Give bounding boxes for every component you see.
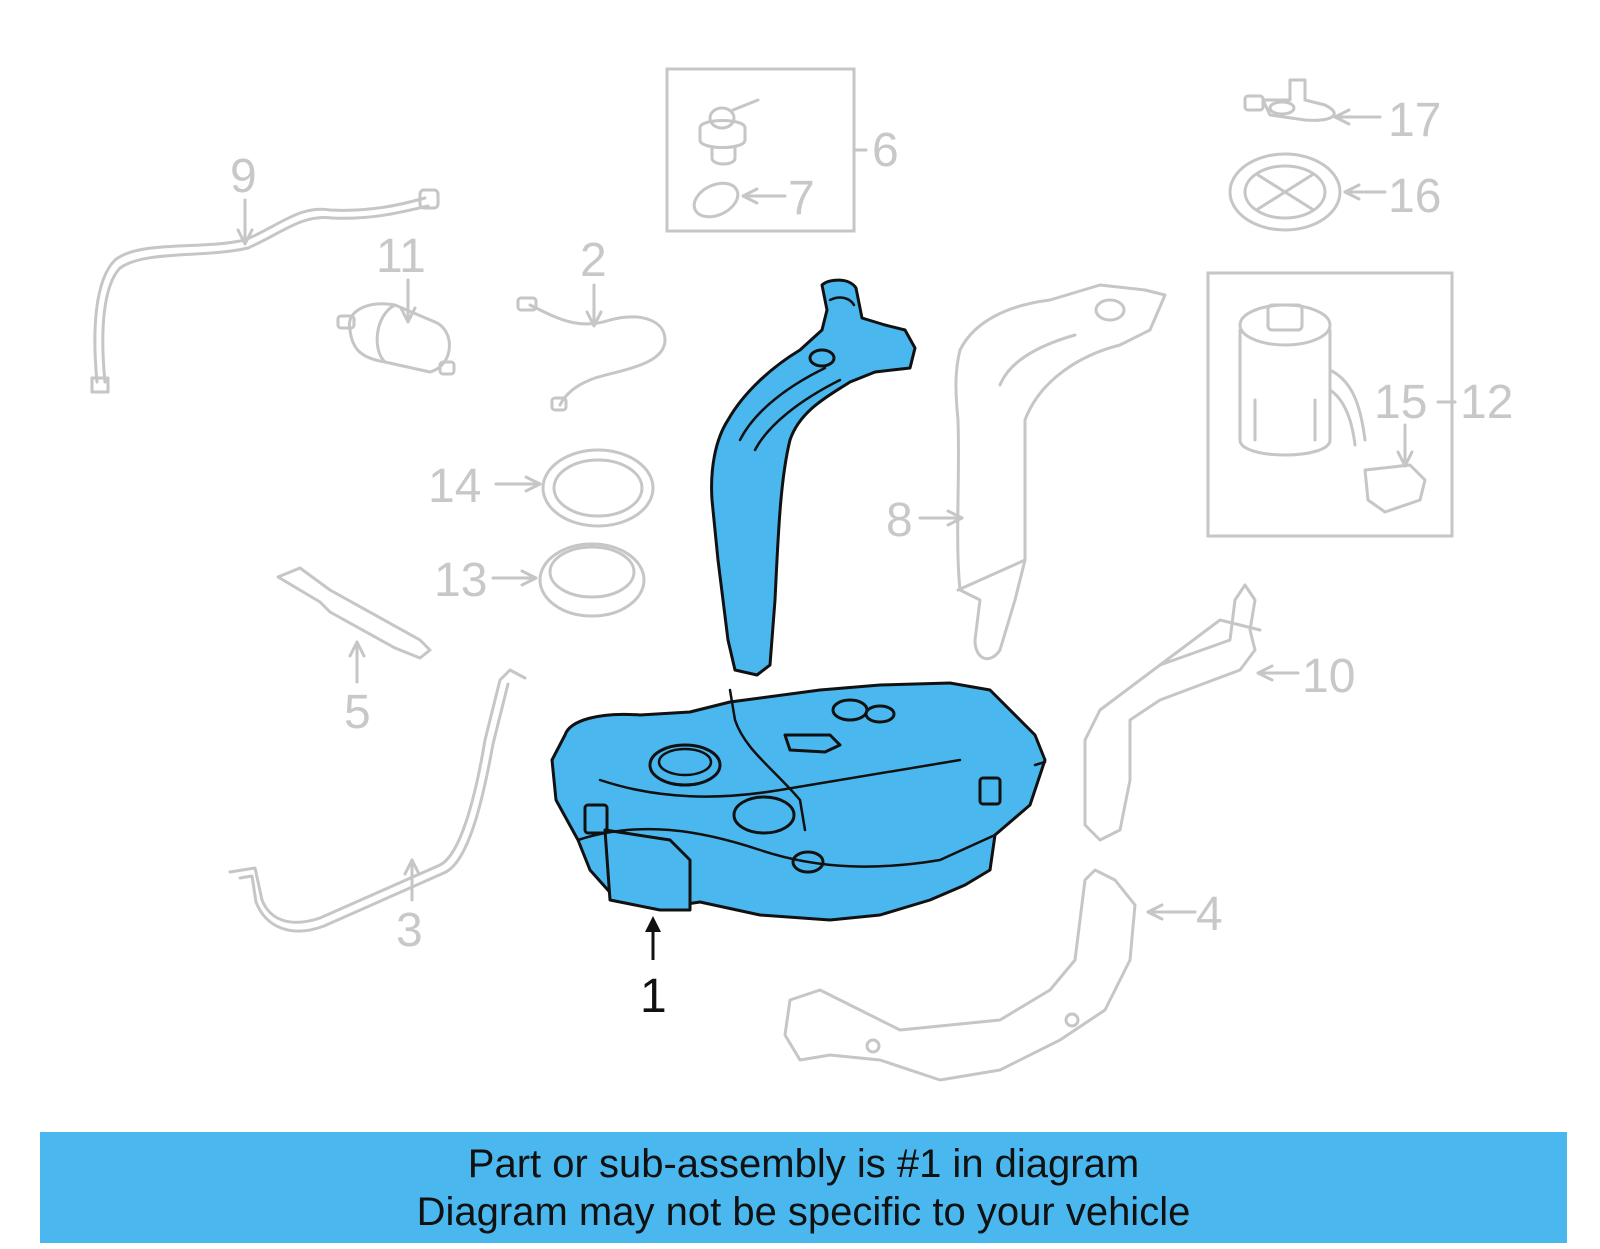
callout-1-arrow [645,916,661,932]
callout-4: 4 [1196,888,1223,941]
callout-10: 10 [1302,650,1355,703]
callout-5: 5 [344,686,371,739]
part-7-o-ring[interactable] [689,177,787,224]
part-13-seal[interactable] [491,542,646,618]
callout-13: 13 [434,554,487,607]
part-11-fuel-filter[interactable] [336,278,456,376]
part-6-cap[interactable] [698,98,760,166]
part-8-shield[interactable] [918,283,1167,661]
callout-2: 2 [580,234,607,287]
callout-1: 1 [640,970,667,1023]
parts-diagram: 9 11 2 6 7 17 [90,67,1513,1082]
banner-line-1: Part or sub-assembly is #1 in diagram [467,1141,1140,1186]
callout-12: 12 [1460,376,1513,429]
info-banner: Part or sub-assembly is #1 in diagram Di… [40,1132,1567,1243]
part-10-bracket[interactable] [1083,583,1300,842]
part-5-bracket[interactable] [276,566,432,684]
callout-14: 14 [428,460,481,513]
callout-11: 11 [376,230,426,283]
part-12-fuel-pump[interactable] [1238,303,1367,457]
callout-7: 7 [788,172,815,225]
callout-8: 8 [886,494,913,547]
part-3-strap[interactable] [228,668,527,933]
group-box-12 [1206,271,1454,538]
callout-15: 15 [1374,376,1427,429]
part-1-fuel-tank[interactable] [550,278,1047,922]
part-9-fuel-line[interactable] [90,188,440,394]
callout-16: 16 [1388,170,1441,223]
callout-6: 6 [872,124,899,177]
part-14-lock-ring[interactable] [494,448,655,528]
callout-3: 3 [396,904,423,957]
part-15-connector[interactable] [1363,423,1427,514]
banner-line-2: Diagram may not be specific to your vehi… [416,1189,1191,1234]
callout-9: 9 [230,150,257,203]
part-16-lock-ring[interactable] [1228,152,1387,232]
part-4-crossmember[interactable] [783,868,1197,1082]
callout-17: 17 [1388,94,1441,147]
filler-pipe [710,278,917,677]
part-2-wiring[interactable] [516,283,667,412]
part-17-sensor[interactable] [1243,78,1382,126]
